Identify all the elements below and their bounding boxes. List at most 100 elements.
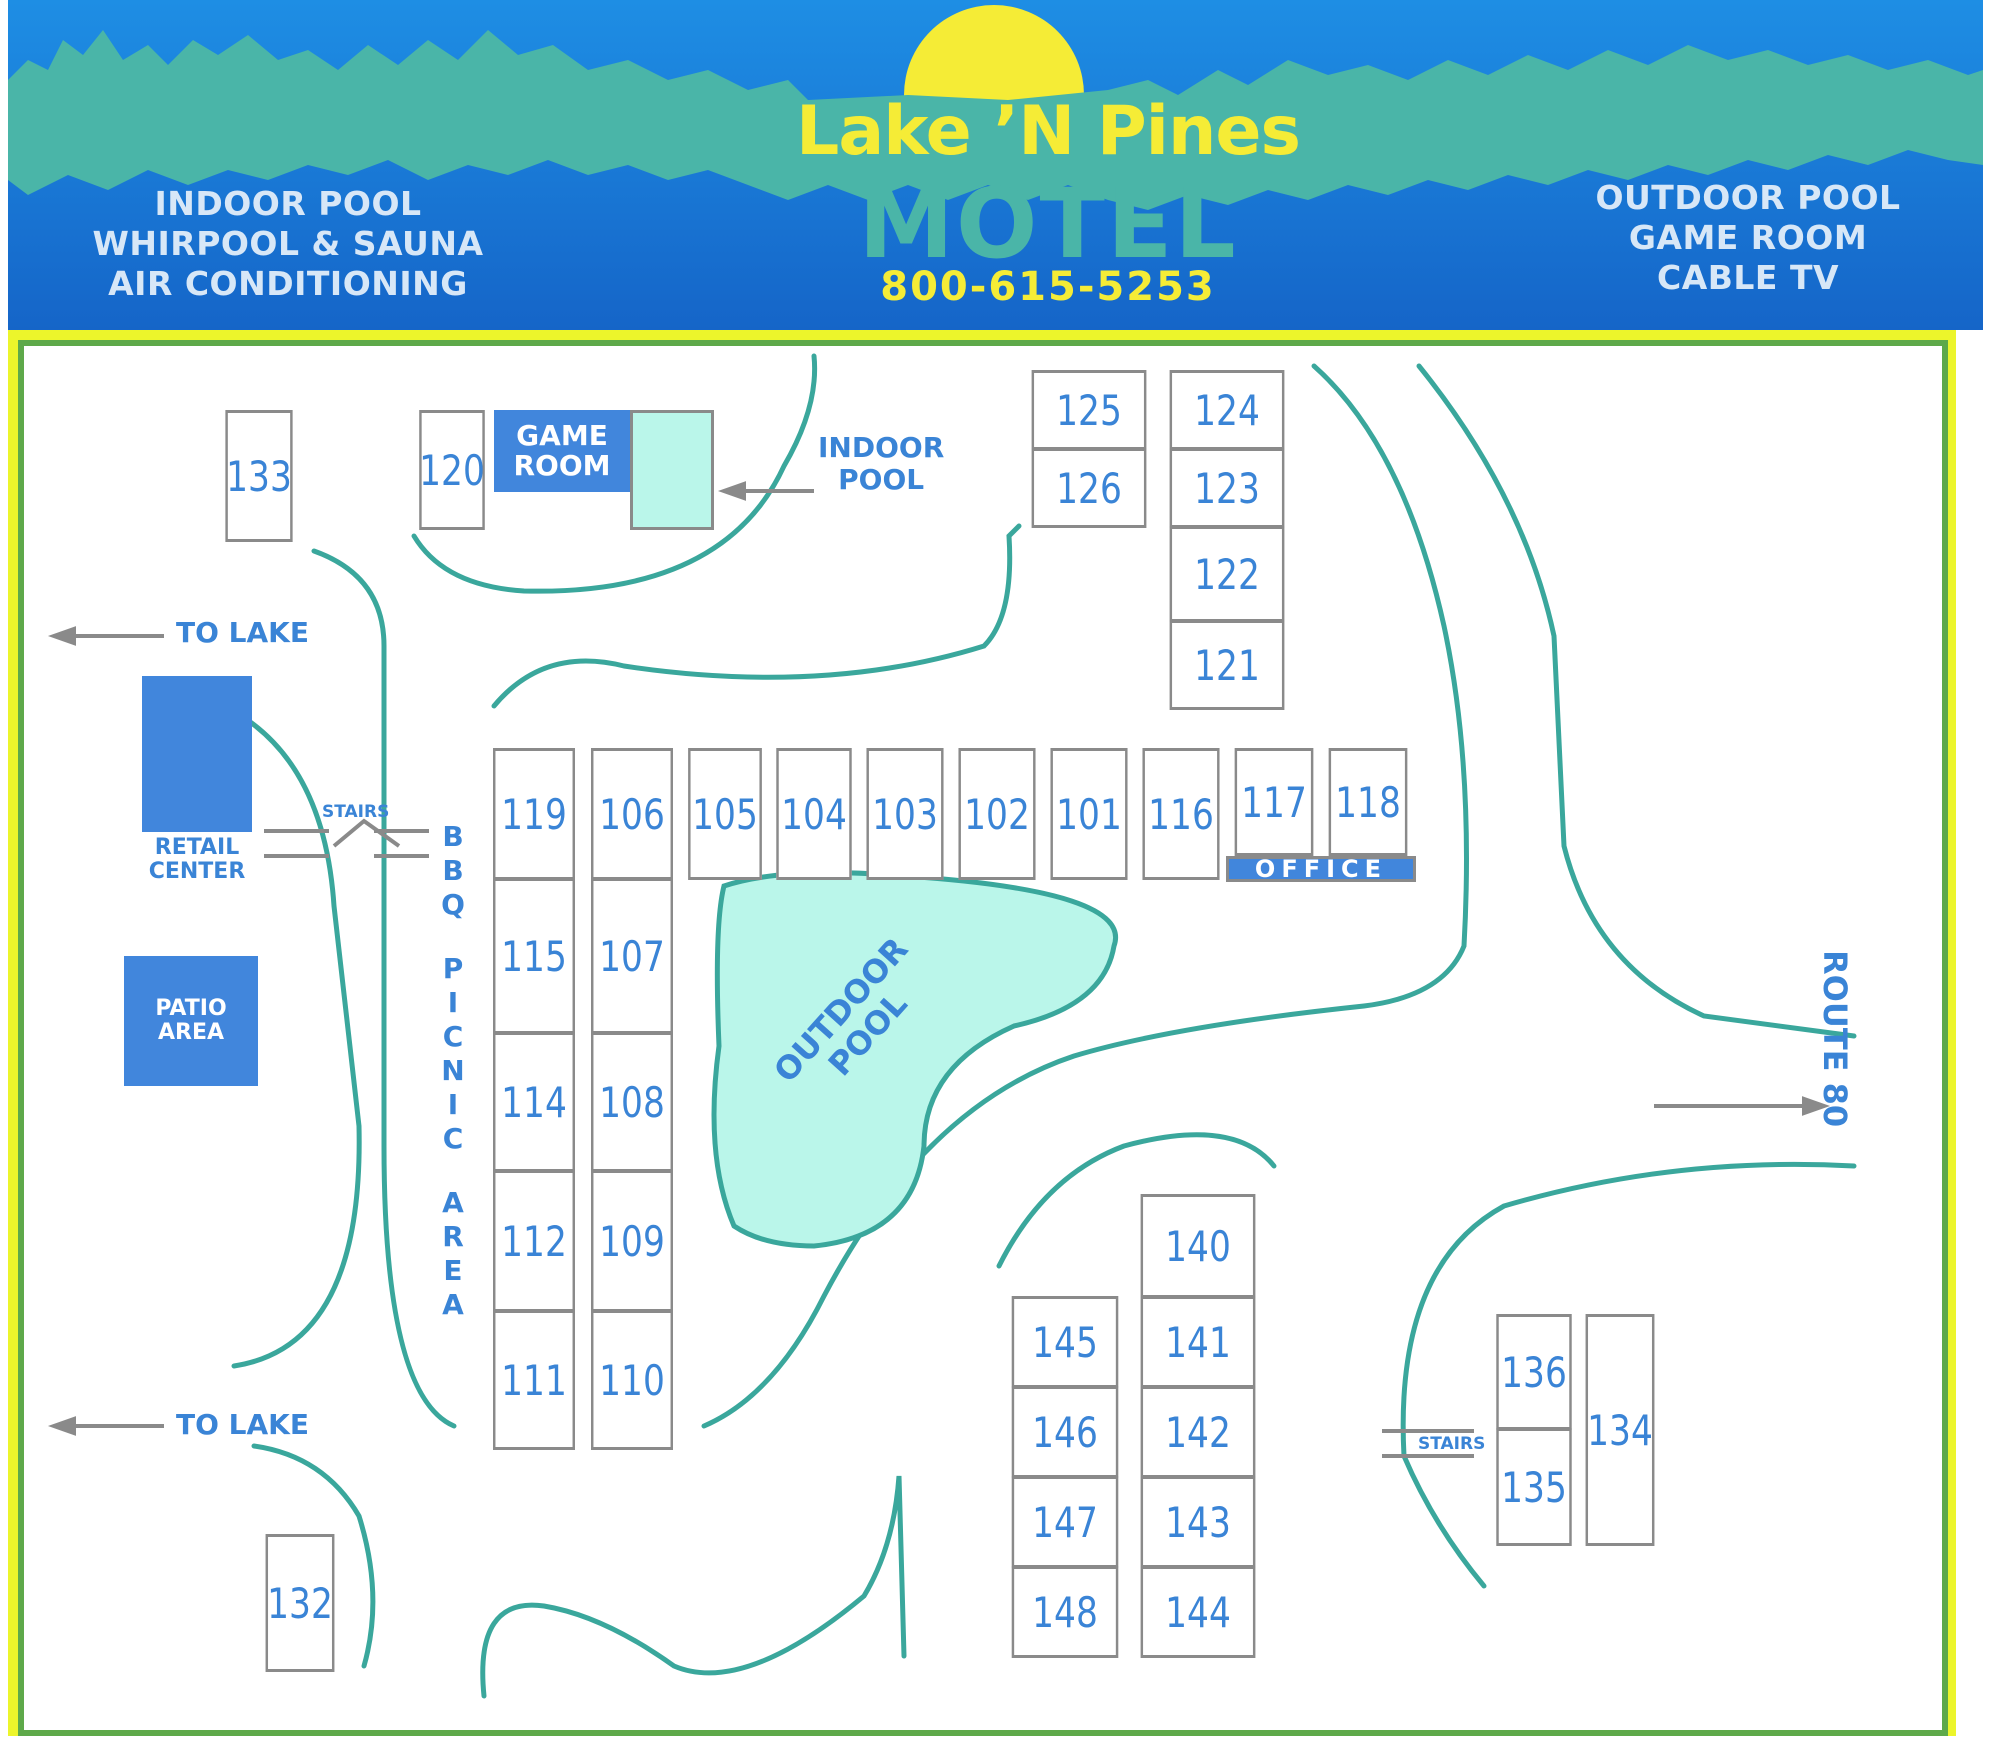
room-number: 112 xyxy=(501,1216,567,1266)
bbq-letter: P xyxy=(442,952,464,985)
room-125: 125 xyxy=(1031,370,1147,450)
bbq-letter: E xyxy=(443,1254,463,1287)
room-142: 142 xyxy=(1140,1386,1256,1478)
room-number: 144 xyxy=(1165,1587,1231,1637)
bbq-picnic-area-label: B B Q P I C N I C A R E A xyxy=(438,820,468,1322)
room-number: 135 xyxy=(1501,1462,1567,1512)
retail-center-label-line1: RETAIL xyxy=(154,835,240,860)
room-number: 103 xyxy=(872,789,938,839)
path-indoor-pool-loop xyxy=(411,353,818,594)
room-number: 105 xyxy=(692,789,758,839)
room-114: 114 xyxy=(493,1032,575,1172)
room-number: 145 xyxy=(1032,1317,1098,1367)
room-108: 108 xyxy=(591,1032,673,1172)
patio-area: PATIO AREA xyxy=(124,956,258,1086)
path-west-far xyxy=(221,703,362,1369)
stairs-label-2: STAIRS xyxy=(1418,1434,1486,1454)
room-number: 142 xyxy=(1165,1407,1231,1457)
room-number: 136 xyxy=(1501,1347,1567,1397)
room-number: 126 xyxy=(1056,463,1122,513)
room-117: 117 xyxy=(1234,748,1314,856)
room-148: 148 xyxy=(1011,1566,1119,1658)
room-number: 140 xyxy=(1165,1221,1231,1271)
room-116: 116 xyxy=(1142,748,1220,880)
bbq-letter: N xyxy=(441,1054,465,1087)
feature-cable-tv: CABLE TV xyxy=(1656,258,1840,297)
bbq-letter: B xyxy=(442,820,464,853)
room-109: 109 xyxy=(591,1170,673,1312)
room-number: 102 xyxy=(964,789,1030,839)
feature-air-conditioning: AIR CONDITIONING xyxy=(108,264,468,303)
bbq-letter: I xyxy=(447,1088,459,1121)
room-number: 109 xyxy=(599,1216,665,1266)
room-number: 134 xyxy=(1587,1405,1653,1455)
room-number: 106 xyxy=(599,789,665,839)
retail-center-building xyxy=(142,676,252,832)
map-frame: 133 120 GAME ROOM INDOOR POOL 125 124 12… xyxy=(8,330,1956,1736)
indoor-pool-building xyxy=(630,410,714,530)
room-134: 134 xyxy=(1585,1314,1655,1546)
indoor-pool-arrowhead xyxy=(717,481,746,501)
stairs-pointer xyxy=(332,818,401,848)
header-banner: INDOOR POOL WHIRPOOL & SAUNA AIR CONDITI… xyxy=(8,0,1983,330)
room-number: 116 xyxy=(1148,789,1214,839)
stairs-label-1: STAIRS xyxy=(322,802,390,822)
room-118: 118 xyxy=(1328,748,1408,856)
office-label: OFFICE xyxy=(1254,855,1388,883)
office: OFFICE xyxy=(1226,856,1416,882)
room-number: 108 xyxy=(599,1077,665,1127)
to-lake-label-1: TO LAKE xyxy=(176,616,309,649)
bbq-letter: B xyxy=(442,854,464,887)
room-111: 111 xyxy=(493,1310,575,1450)
feature-indoor-pool: INDOOR POOL xyxy=(154,184,422,223)
game-room-label-line2: ROOM xyxy=(513,449,611,482)
room-133: 133 xyxy=(225,410,293,542)
room-101: 101 xyxy=(1050,748,1128,880)
path-row-top xyxy=(491,523,1022,709)
to-lake-arrowhead-2 xyxy=(47,1416,76,1436)
room-number: 143 xyxy=(1165,1497,1231,1547)
route-80-label: ROUTE 80 xyxy=(1816,950,1854,1128)
room-number: 141 xyxy=(1165,1317,1231,1367)
room-110: 110 xyxy=(591,1310,673,1450)
indoor-pool-label: INDOOR POOL xyxy=(818,432,944,496)
route-80-arrowhead xyxy=(1802,1096,1831,1116)
room-number: 110 xyxy=(599,1355,665,1405)
room-107: 107 xyxy=(591,878,673,1034)
to-lake-label-2: TO LAKE xyxy=(176,1408,309,1441)
room-115: 115 xyxy=(493,878,575,1034)
room-135: 135 xyxy=(1496,1428,1572,1546)
path-far-east xyxy=(1416,363,1857,1039)
brand-name: Lake ’N Pines xyxy=(796,92,1301,171)
room-number: 107 xyxy=(599,931,665,981)
room-120: 120 xyxy=(419,410,485,530)
game-room: GAME ROOM xyxy=(494,410,630,492)
room-146: 146 xyxy=(1011,1386,1119,1478)
room-104: 104 xyxy=(776,748,852,880)
feature-outdoor-pool: OUTDOOR POOL xyxy=(1595,178,1901,217)
room-number: 114 xyxy=(501,1077,567,1127)
bbq-letter: Q xyxy=(441,888,465,921)
room-number: 132 xyxy=(267,1578,333,1628)
map-paths xyxy=(47,353,1857,1699)
room-121: 121 xyxy=(1169,620,1285,710)
room-number: 123 xyxy=(1194,463,1260,513)
feature-whirlpool-sauna: WHIRPOOL & SAUNA xyxy=(92,224,484,263)
bbq-letter: C xyxy=(442,1122,464,1155)
room-number: 121 xyxy=(1194,640,1260,690)
room-132: 132 xyxy=(265,1534,335,1672)
path-route-lower xyxy=(1400,1161,1857,1589)
room-103: 103 xyxy=(866,748,944,880)
room-141: 141 xyxy=(1140,1296,1256,1388)
room-number: 133 xyxy=(226,451,292,501)
room-123: 123 xyxy=(1169,448,1285,528)
room-119: 119 xyxy=(493,748,575,880)
retail-center-label: RETAIL CENTER xyxy=(142,836,252,884)
room-105: 105 xyxy=(688,748,762,880)
bbq-letter: R xyxy=(442,1220,464,1253)
bbq-letter: C xyxy=(442,1020,464,1053)
room-number: 124 xyxy=(1194,385,1260,435)
game-room-label-line1: GAME xyxy=(516,419,608,452)
to-lake-arrowhead-1 xyxy=(47,626,76,646)
room-number: 115 xyxy=(501,931,567,981)
